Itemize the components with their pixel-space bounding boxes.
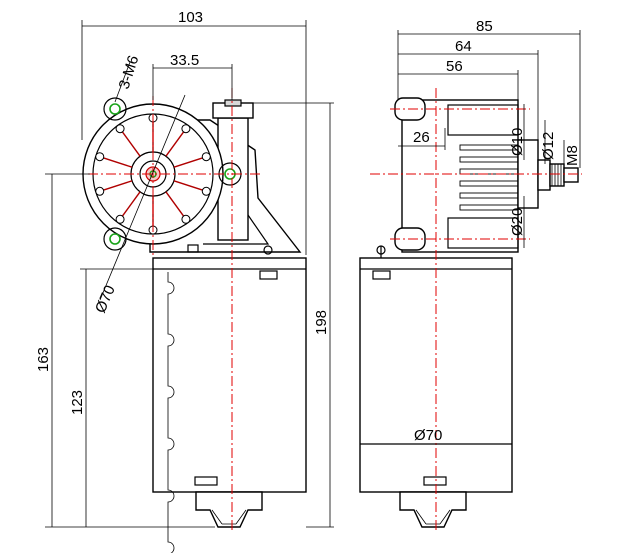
dim-length-85: 85: [476, 18, 493, 35]
dim-thread-m8: M8: [564, 145, 581, 166]
side-bottom-slot: [423, 476, 447, 486]
dim-dia-10: Ø10: [509, 128, 526, 156]
dim-offset-33-5: 33.5: [170, 52, 199, 69]
side-dimensions: 85 64 56 26 Ø10 Ø12 M8 Ø20: [360, 18, 581, 445]
dim-dia-12: Ø12: [540, 132, 557, 160]
wheel-rim-hole: [181, 124, 191, 134]
wheel-rim-hole: [115, 214, 125, 224]
side-top-slot: [372, 270, 391, 280]
label-3-m6: 3-M6: [116, 53, 143, 91]
wheel-rim-hole: [95, 186, 105, 196]
wheel-spoke: [173, 180, 203, 191]
front-dimensions: 103 33.5 3-M6 Ø70 198 163 123: [35, 9, 334, 528]
front-view: 103 33.5 3-M6 Ø70 198 163 123: [35, 9, 334, 553]
front-housing-tab: [187, 244, 199, 253]
front-bolt: [263, 245, 273, 255]
wheel-spoke: [103, 157, 133, 168]
wheel-spoke: [165, 131, 185, 157]
wheel-rim-hole: [181, 214, 191, 224]
wheel-spoke: [121, 191, 141, 217]
mount-hole-top: [103, 97, 127, 121]
side-upper-rib: [447, 104, 519, 136]
side-gear-block: [401, 99, 519, 253]
side-bottom-boss: [399, 491, 467, 528]
wheel-spoke: [103, 180, 133, 191]
wheel-spoke: [121, 131, 141, 157]
front-bottom-boss: [195, 491, 263, 528]
front-winding-slots: [167, 272, 175, 553]
side-shaft-thread: [563, 167, 579, 183]
front-shaft-tip: [224, 99, 242, 107]
dim-width-103: 103: [178, 9, 203, 26]
side-boss-detail: [415, 509, 451, 525]
front-boss-detail: [211, 509, 247, 525]
wheel-rim-hole: [95, 152, 105, 162]
mount-hole-bottom: [103, 227, 127, 251]
dim-height-198: 198: [313, 310, 330, 335]
front-motor-body: [152, 257, 307, 493]
dim-length-56: 56: [446, 58, 463, 75]
dim-height-163: 163: [35, 347, 52, 372]
side-view: 85 64 56 26 Ø10 Ø12 M8 Ø20: [359, 18, 582, 530]
dim-length-64: 64: [455, 38, 472, 55]
dim-dia-20: Ø20: [509, 208, 526, 236]
dim-offset-26: 26: [413, 129, 430, 146]
front-bottom-slot: [194, 476, 218, 486]
side-lower-rib: [447, 217, 519, 249]
front-top-slot: [259, 270, 278, 280]
wheel-rim-hole: [201, 152, 211, 162]
dim-height-123: 123: [69, 390, 86, 415]
side-gear-teeth: [551, 164, 562, 186]
wheel-spoke: [173, 157, 203, 168]
wheel-rim-hole: [201, 186, 211, 196]
wheel-spoke: [165, 191, 185, 217]
label-flange-dia: Ø70: [92, 283, 119, 316]
side-shaft-pilot: [537, 159, 551, 191]
wheel-rim-hole: [115, 124, 125, 134]
dim-motor-dia-70: Ø70: [414, 427, 442, 444]
